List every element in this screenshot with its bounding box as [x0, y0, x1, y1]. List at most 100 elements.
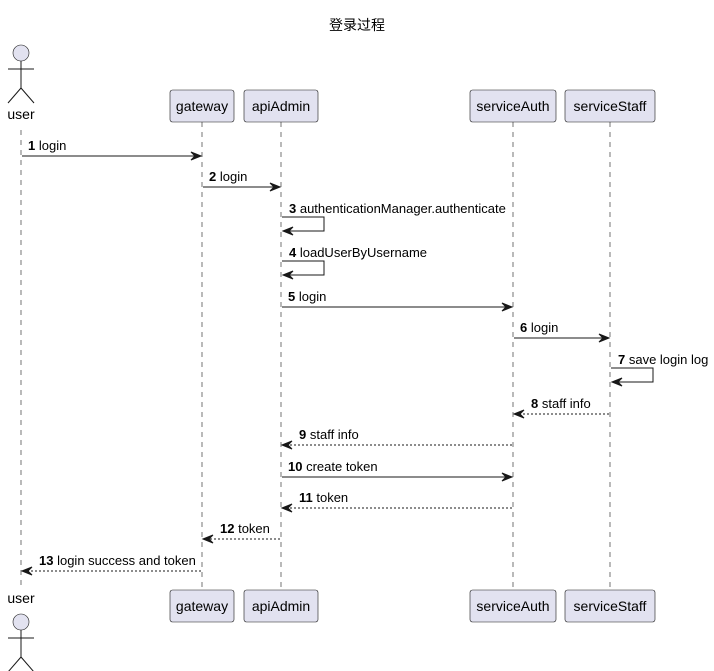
actor-label-bottom: user: [7, 590, 35, 606]
message-label: 5 login: [288, 289, 326, 304]
participant-box-rect: [169, 89, 235, 123]
arrowhead: [280, 440, 293, 450]
message-text: token: [234, 521, 269, 536]
message-number: 4: [289, 245, 297, 260]
message-11: 11 token: [280, 490, 512, 513]
message-13: 13 login success and token: [20, 553, 201, 576]
message-text: staff info: [538, 396, 591, 411]
message-line: [611, 367, 654, 383]
participant-box-gateway-bottom: gateway: [169, 589, 235, 623]
message-label: 8 staff info: [531, 396, 591, 411]
arrowhead: [269, 182, 282, 192]
actor-right-leg: [20, 656, 34, 671]
message-6: 6 login: [514, 320, 611, 343]
participant-label: apiAdmin: [252, 98, 310, 114]
message-text: create token: [302, 459, 377, 474]
participant-box-rect: [564, 589, 656, 623]
message-number: 12: [220, 521, 234, 536]
participant-box-rect: [469, 589, 557, 623]
participant-box-serviceStaff-top: serviceStaff: [564, 89, 656, 123]
arrowhead: [280, 503, 293, 513]
message-label: 7 save login log: [618, 352, 708, 367]
message-label: 10 create token: [288, 459, 378, 474]
arrowhead: [190, 151, 203, 161]
message-text: login: [35, 138, 66, 153]
message-number: 5: [288, 289, 295, 304]
message-text: save login log: [625, 352, 708, 367]
participant-box-rect: [243, 589, 319, 623]
actor-right-leg: [20, 87, 35, 104]
message-10: 10 create token: [282, 459, 514, 482]
diagram-title: 登录过程: [329, 18, 385, 34]
arrowhead: [512, 409, 525, 419]
message-7: 7 save login log: [610, 352, 708, 387]
actor-user-top: [7, 44, 35, 104]
message-2: 2 login: [203, 169, 282, 192]
message-text: login success and token: [53, 553, 195, 568]
actor-left-leg: [7, 87, 22, 104]
arrowhead: [281, 226, 294, 236]
arrowhead: [501, 472, 514, 482]
actor-left-leg: [8, 656, 22, 671]
participants: user user gateway gateway apiAdmin apiAdmin se…: [7, 44, 656, 671]
message-label: 11 token: [299, 490, 348, 505]
message-8: 8 staff info: [512, 396, 609, 419]
participant-box-gateway-top: gateway: [169, 89, 235, 123]
lifelines: [20, 122, 611, 590]
arrowhead: [598, 333, 611, 343]
message-label: 9 staff info: [299, 427, 359, 442]
message-number: 8: [531, 396, 538, 411]
message-label: 3 authenticationManager.authenticate: [289, 201, 506, 216]
actor-user-bottom: [8, 613, 34, 671]
message-label: 13 login success and token: [39, 553, 196, 568]
message-line: [282, 216, 325, 232]
participant-box-serviceStaff-bottom: serviceStaff: [564, 589, 656, 623]
participant-box-rect: [564, 89, 656, 123]
message-text: loadUserByUsername: [296, 245, 427, 260]
participant-box-apiAdmin-top: apiAdmin: [243, 89, 319, 123]
message-number: 13: [39, 553, 53, 568]
message-text: staff info: [306, 427, 359, 442]
arrowhead: [281, 270, 294, 280]
message-text: authenticationManager.authenticate: [296, 201, 506, 216]
message-number: 9: [299, 427, 306, 442]
message-12: 12 token: [201, 521, 280, 544]
arrowhead: [501, 302, 514, 312]
participant-box-serviceAuth-top: serviceAuth: [469, 89, 557, 123]
participant-label: serviceAuth: [476, 98, 549, 114]
message-number: 6: [520, 320, 527, 335]
message-5: 5 login: [282, 289, 514, 312]
participant-box-rect: [243, 89, 319, 123]
participant-box-rect: [469, 89, 557, 123]
message-number: 2: [209, 169, 216, 184]
message-9: 9 staff info: [280, 427, 512, 450]
message-label: 1 login: [28, 138, 66, 153]
message-text: login: [295, 289, 326, 304]
message-number: 10: [288, 459, 302, 474]
message-number: 1: [28, 138, 35, 153]
participant-label: serviceStaff: [574, 98, 647, 114]
participant-label: serviceStaff: [574, 598, 647, 614]
arrowhead: [20, 566, 33, 576]
actor-label-top: user: [7, 106, 35, 122]
participant-label: apiAdmin: [252, 598, 310, 614]
message-1: 1 login: [22, 138, 203, 161]
participant-label: gateway: [176, 98, 228, 114]
message-text: login: [216, 169, 247, 184]
actor-head: [12, 44, 30, 62]
message-label: 12 token: [220, 521, 270, 536]
participant-box-rect: [169, 589, 235, 623]
participant-box-apiAdmin-bottom: apiAdmin: [243, 589, 319, 623]
message-text: token: [313, 490, 348, 505]
participant-box-serviceAuth-bottom: serviceAuth: [469, 589, 557, 623]
participant-label: gateway: [176, 598, 228, 614]
arrowhead: [610, 377, 623, 387]
participant-label: serviceAuth: [476, 598, 549, 614]
message-label: 6 login: [520, 320, 558, 335]
message-3: 3 authenticationManager.authenticate: [281, 201, 506, 236]
actor-head: [12, 613, 30, 631]
message-number: 3: [289, 201, 296, 216]
arrowhead: [201, 534, 214, 544]
